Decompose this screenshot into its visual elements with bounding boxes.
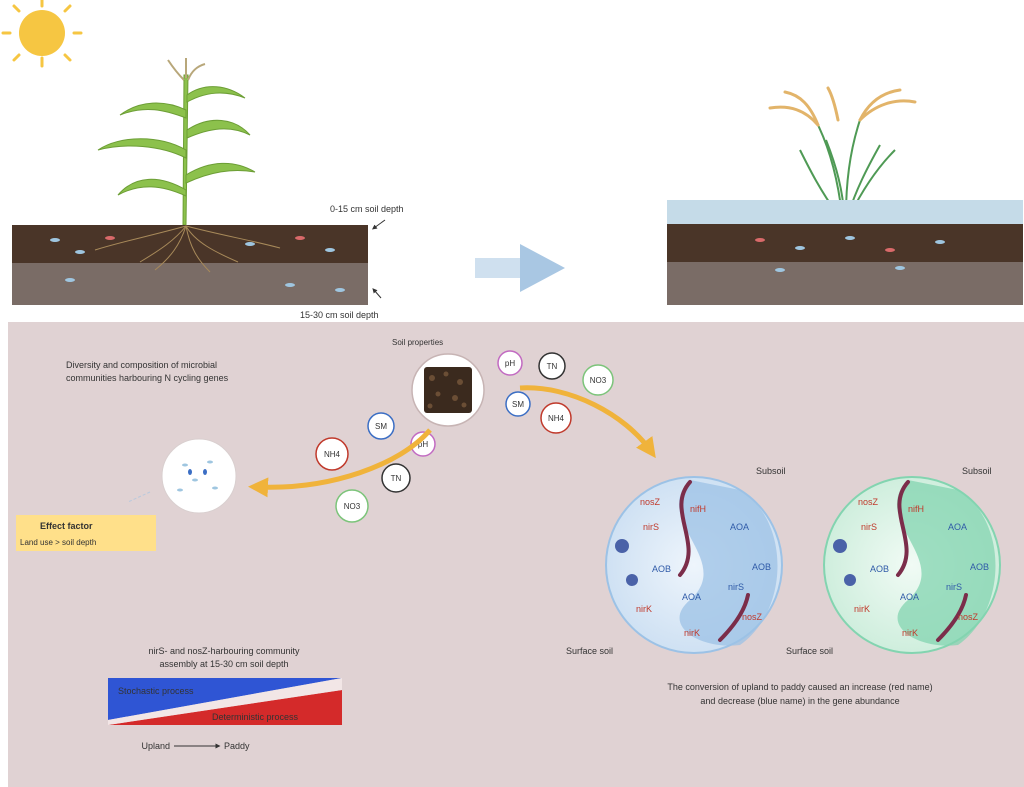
svg-text:NH4: NH4	[324, 450, 341, 459]
paddy-label: Paddy	[224, 741, 250, 751]
property-bubble-tn-left: TN	[381, 463, 411, 493]
process-gradient-band	[108, 678, 342, 725]
gene-nirk-green-1: nirK	[902, 628, 918, 638]
orange-arrow-right	[519, 385, 656, 459]
svg-text:pH: pH	[505, 359, 515, 368]
orange-arrow-left	[248, 428, 432, 498]
effect-factor-detail: Land use > soil depth	[20, 538, 96, 547]
gene-aoa-green-1: AOA	[948, 522, 967, 532]
community-dashed-pointer	[127, 491, 151, 503]
gene-aoa-blue-1: AOA	[730, 522, 749, 532]
depth-bottom-pointer	[372, 288, 382, 299]
conversion-arrow-icon	[475, 244, 565, 292]
rice-plant-icon	[768, 86, 917, 216]
upland-soil-block	[12, 225, 368, 305]
svg-text:pH: pH	[418, 440, 428, 449]
effect-factor-title: Effect factor	[40, 521, 93, 531]
maize-plant-icon	[97, 58, 256, 226]
subsoil-label-green: Subsoil	[962, 466, 992, 476]
diversity-line-1: Diversity and composition of microbial	[66, 360, 217, 370]
microbe-dots-topsoil	[50, 236, 345, 292]
gene-nosz-blue-1: nosZ	[742, 612, 763, 622]
conversion-caption-1: The conversion of upland to paddy caused…	[667, 682, 932, 692]
assembly-line-1: nirS- and nosZ-harbouring community	[148, 646, 300, 656]
gene-aob-green-1: AOB	[970, 562, 989, 572]
upland-label: Upland	[141, 741, 170, 751]
gene-nifh-blue-1: nifH	[690, 504, 706, 514]
microbe-dots-paddy	[755, 236, 945, 272]
surface-soil-label-blue: Surface soil	[566, 646, 613, 656]
gene-nirk-blue-2: nirK	[636, 604, 652, 614]
property-bubble-ph-left: pH	[410, 431, 436, 457]
property-bubble-tn-right: TN	[538, 352, 566, 380]
svg-text:NO3: NO3	[344, 502, 361, 511]
depth-top-label: 0-15 cm soil depth	[330, 204, 404, 214]
sun-icon	[1, 0, 83, 68]
gene-nosz-green-2: nosZ	[858, 497, 879, 507]
soil-sample-icon	[411, 353, 485, 427]
gene-aoa-green-2: AOA	[900, 592, 919, 602]
property-bubble-sm-left: SM	[367, 412, 395, 440]
gene-globe-green: nifH AOA AOB nirS nosZ nirK AOB AOA nirS…	[823, 476, 1001, 654]
gene-nosz-green-1: nosZ	[958, 612, 979, 622]
effect-factor-box: Effect factor Land use > soil depth	[16, 515, 156, 551]
assembly-line-2: assembly at 15-30 cm soil depth	[159, 659, 288, 669]
depth-bottom-label: 15-30 cm soil depth	[300, 310, 379, 320]
property-bubble-no3-right: NO3	[582, 364, 614, 396]
gene-nirs-blue-2: nirS	[643, 522, 659, 532]
stochastic-label: Stochastic process	[118, 686, 194, 696]
paddy-soil-block	[667, 200, 1023, 305]
svg-text:SM: SM	[375, 422, 387, 431]
gene-nirk-blue-1: nirK	[684, 628, 700, 638]
conversion-caption-2: and decrease (blue name) in the gene abu…	[700, 696, 899, 706]
svg-text:SM: SM	[512, 400, 524, 409]
microbial-community-icon	[161, 438, 237, 514]
diversity-line-2: communities harbouring N cycling genes	[66, 373, 229, 383]
deterministic-label: Deterministic process	[212, 712, 299, 722]
property-bubble-nh4-left: NH4	[315, 437, 349, 471]
property-bubble-nh4-right: NH4	[540, 402, 572, 434]
svg-text:NH4: NH4	[548, 414, 565, 423]
depth-top-pointer	[371, 219, 386, 230]
gene-aob-blue-2: AOB	[652, 564, 671, 574]
gene-aob-blue-1: AOB	[752, 562, 771, 572]
surface-soil-label-green: Surface soil	[786, 646, 833, 656]
subsoil-label-blue: Subsoil	[756, 466, 786, 476]
gene-nosz-blue-2: nosZ	[640, 497, 661, 507]
gene-nifh-green-1: nifH	[908, 504, 924, 514]
gene-nirs-green-1: nirS	[946, 582, 962, 592]
gene-globe-blue: nifH AOA AOB nirS nosZ nirK AOB AOA nirS…	[605, 476, 783, 654]
gene-nirs-blue-1: nirS	[728, 582, 744, 592]
gene-nirs-green-2: nirS	[861, 522, 877, 532]
svg-text:TN: TN	[391, 474, 402, 483]
svg-text:NO3: NO3	[590, 376, 607, 385]
soil-properties-label: Soil properties	[392, 338, 443, 347]
property-bubble-ph-right: pH	[497, 350, 523, 376]
property-bubble-sm-right: SM	[505, 391, 531, 417]
property-bubble-no3-left: NO3	[335, 489, 369, 523]
gene-aob-green-2: AOB	[870, 564, 889, 574]
svg-text:TN: TN	[547, 362, 558, 371]
gene-aoa-blue-2: AOA	[682, 592, 701, 602]
gene-nirk-green-2: nirK	[854, 604, 870, 614]
